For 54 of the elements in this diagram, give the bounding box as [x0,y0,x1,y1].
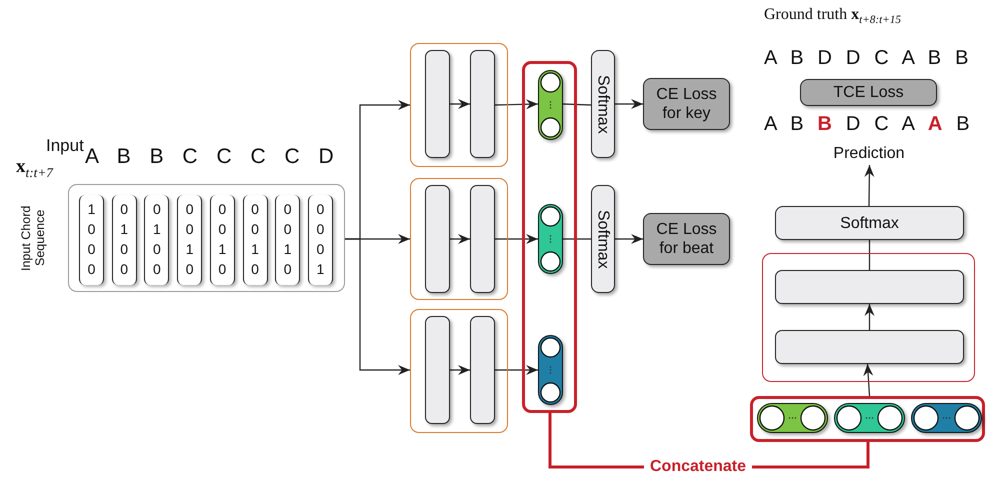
prediction-label: Prediction [822,143,916,165]
embedding-vector [757,403,828,433]
layer-group-box [410,309,508,433]
arrow [615,234,643,244]
arrow [615,99,643,109]
softmax-box: Softmax [591,50,615,158]
loss-box: TCE Loss [800,79,937,106]
arrow [345,238,410,375]
layer-group-box [410,178,508,300]
one-hot-vector: 1 0 0 0 [79,195,104,285]
arrow [864,304,874,330]
one-hot-vector: 0 0 1 0 [210,195,235,285]
concatenation-box [750,396,985,442]
layer-group-box [762,253,975,382]
one-hot-vector: 0 1 0 0 [144,195,170,285]
embedding-vector [538,335,563,405]
layer-bar [470,316,495,424]
side-label: Input Chord Sequence [19,204,48,273]
loss-box: CE Loss for beat [643,213,730,265]
arrow [495,365,538,375]
embedding-vector [911,403,982,433]
arrow [450,234,470,244]
one-hot-vector: 0 1 0 0 [112,195,137,285]
chord-sequence: A B B C C C C D [85,145,334,169]
ground-truth-label: Ground truth x$_{t+8:t+15}$ [764,6,901,26]
arrow [864,165,874,206]
layer-bar [425,185,450,293]
concatenation-box [522,61,577,413]
one-hot-vector: 0 0 1 0 [177,195,202,285]
layer-bar [775,330,964,364]
input-label: Input [46,136,84,156]
embedding-vector [538,204,563,274]
arrow [495,234,538,244]
arrow [494,99,538,110]
predicted-sequence: A B B D C A A B [764,113,970,136]
embedding-vector [538,70,563,140]
one-hot-vector: 0 0 1 0 [275,195,300,285]
layer-bar [425,316,450,424]
softmax-box: Softmax [775,206,964,240]
arrow [450,99,470,109]
layer-bar [425,50,450,158]
layer-bar [470,50,495,158]
arrow [450,365,470,375]
math-label: x$_{t:t+7}$ [16,156,53,181]
softmax-box: Softmax [591,185,615,293]
loss-box: CE Loss for key [643,78,730,130]
layer-bar [470,185,495,293]
one-hot-vector: 0 0 0 1 [308,195,333,285]
arrow [863,364,874,396]
embedding-vector [834,403,905,433]
one-hot-vector: 0 0 1 0 [242,195,268,285]
layer-group-box [410,43,508,167]
layer-bar [775,270,964,304]
chord-sequence: A B D D C A B B [764,47,968,70]
